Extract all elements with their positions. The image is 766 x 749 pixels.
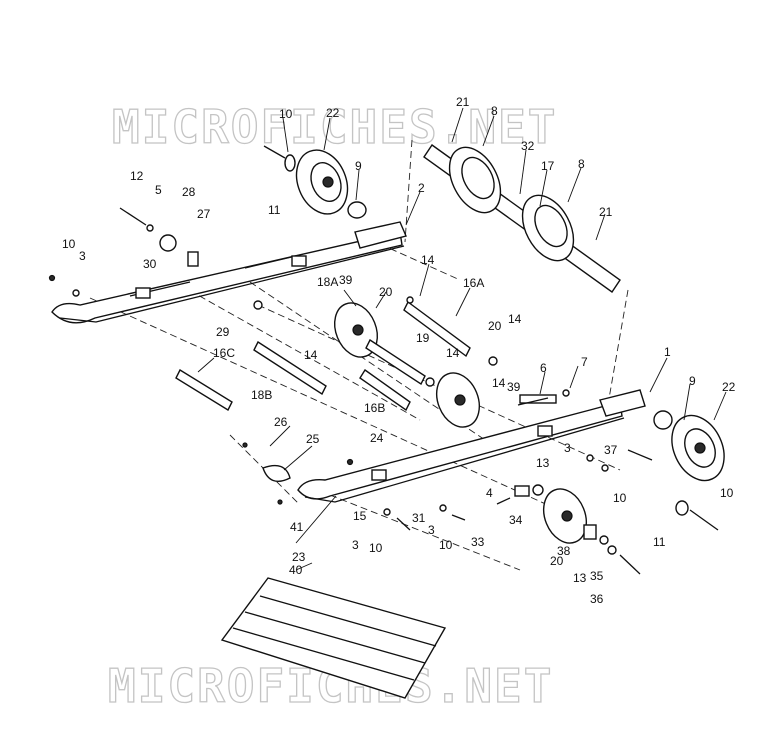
callout-32: 32: [521, 139, 535, 153]
leader-lines: [197, 107, 727, 571]
callout-33: 33: [471, 535, 485, 549]
callout-10c: 10: [613, 491, 627, 505]
callout-18a: 18A: [317, 275, 338, 289]
callout-8b: 8: [578, 157, 585, 171]
callout-10d: 10: [720, 486, 734, 500]
callout-3c: 3: [428, 523, 435, 537]
callout-34: 34: [509, 513, 523, 527]
callout-39a: 39: [339, 273, 353, 287]
callout-22a: 22: [326, 106, 340, 120]
callout-18b: 18B: [251, 388, 272, 402]
callout-28: 28: [182, 185, 196, 199]
rail-left: [51, 221, 407, 324]
watermark-top: MICROFICHES.NET: [112, 100, 557, 154]
callout-9b: 9: [689, 374, 696, 388]
cross-shafts: [175, 300, 557, 497]
callout-41: 41: [290, 520, 304, 534]
callout-20c: 20: [550, 554, 564, 568]
callout-3d: 3: [352, 538, 359, 552]
callout-14d: 14: [446, 346, 460, 360]
callout-37: 37: [604, 443, 618, 457]
idler-wheel-right: [653, 410, 725, 482]
callout-20b: 20: [488, 319, 502, 333]
callout-14a: 14: [421, 253, 435, 267]
callout-21b: 21: [599, 205, 613, 219]
callout-30: 30: [143, 257, 157, 271]
callout-21a: 21: [456, 95, 470, 109]
callout-10a: 10: [279, 107, 293, 121]
fasteners: [48, 145, 719, 575]
rear-axle: [423, 144, 621, 293]
callout-16a: 16A: [463, 276, 484, 290]
callout-11a: 11: [268, 203, 281, 217]
callout-15: 15: [353, 509, 367, 523]
callout-10e: 10: [439, 538, 453, 552]
callout-26: 26: [274, 415, 288, 429]
callout-19: 19: [416, 331, 430, 345]
callout-4: 4: [486, 486, 493, 500]
callout-40: 40: [289, 563, 303, 577]
callout-14c: 14: [508, 312, 522, 326]
track-clips-sheet: [220, 577, 447, 699]
callout-20a: 20: [379, 285, 393, 299]
callout-3b: 3: [564, 441, 571, 455]
callout-23: 23: [292, 550, 306, 564]
callout-16c: 16C: [213, 346, 235, 360]
callout-5: 5: [155, 183, 162, 197]
idler-wheel-middle: [333, 302, 588, 544]
callout-16b: 16B: [364, 401, 385, 415]
callout-22b: 22: [722, 380, 736, 394]
callout-3a: 3: [79, 249, 86, 263]
callout-2: 2: [418, 181, 425, 195]
callout-27: 27: [197, 207, 211, 221]
callout-10b: 10: [62, 237, 76, 251]
callout-1: 1: [664, 345, 671, 359]
callout-38: 38: [557, 544, 571, 558]
rail-right: [297, 389, 646, 503]
callout-12: 12: [130, 169, 144, 183]
callout-9a: 9: [355, 159, 362, 173]
callout-10f: 10: [369, 541, 383, 555]
callout-14b: 14: [304, 348, 318, 362]
callout-13a: 13: [536, 456, 550, 470]
callout-36: 36: [590, 592, 604, 606]
callout-31: 31: [412, 511, 426, 525]
callout-7: 7: [581, 355, 588, 369]
callout-25: 25: [306, 432, 320, 446]
callout-11b: 11: [653, 535, 666, 549]
callout-39b: 39: [507, 380, 521, 394]
callout-13b: 13: [573, 571, 587, 585]
callout-17: 17: [541, 159, 555, 173]
callout-24: 24: [370, 431, 384, 445]
callout-14e: 14: [492, 376, 506, 390]
callout-35: 35: [590, 569, 604, 583]
callout-labels: 10 22 21 8 32 17 8 9 11 12 5 28 27 2 21 …: [62, 95, 736, 606]
callout-29: 29: [216, 325, 230, 339]
callout-8a: 8: [491, 104, 498, 118]
idler-wheel-upper: [284, 149, 367, 219]
callout-6: 6: [540, 361, 547, 375]
